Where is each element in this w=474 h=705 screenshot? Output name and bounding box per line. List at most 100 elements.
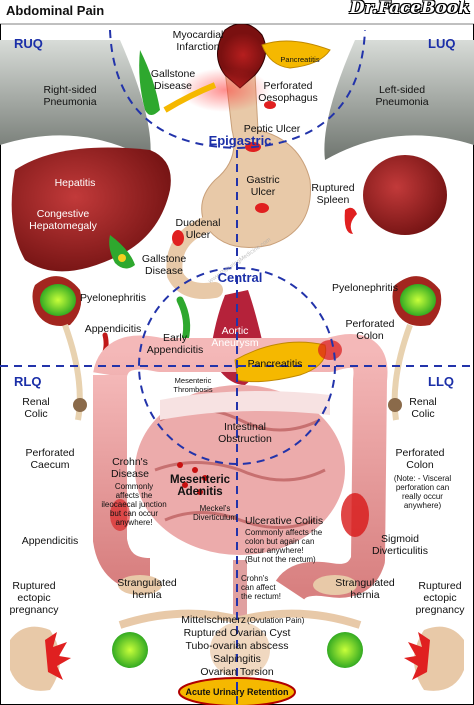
right-ectopic-blood <box>404 632 430 680</box>
colon-perforation-top <box>318 340 342 360</box>
strangulated-hernia-right-label: Strangulated hernia <box>335 577 395 601</box>
brand-logo: Dr.FaceBook <box>349 0 470 18</box>
spleen-rupture-blood <box>344 207 357 234</box>
acute-urinary-retention-label: Acute Urinary Retention <box>185 687 289 697</box>
ruptured-spleen-label: Ruptured Spleen <box>311 182 355 206</box>
left-ectopic-blood <box>45 632 71 680</box>
strangulated-hernia-left-label: Strangulated hernia <box>117 577 177 601</box>
ruq-label: RUQ <box>14 36 43 51</box>
central-label: Central <box>217 270 263 285</box>
fallopian-tubes <box>118 609 362 629</box>
left-stone <box>388 398 402 412</box>
appendicitis-top-label: Appendicitis <box>84 323 142 335</box>
central-boundary <box>138 267 336 465</box>
crohns-note: Commonly affects the ileocaecal junction… <box>101 482 167 527</box>
hepatitis-label: Hepatitis <box>54 177 96 189</box>
right-kidney-infection <box>40 284 76 316</box>
duodenum <box>166 217 223 299</box>
perforated-colon-bottom-label: Perforated Colon <box>395 447 445 471</box>
ovarian-torsion-label: Ovarian Torsion <box>200 666 274 678</box>
crohns-rectum-note: Crohn's can affect the rectum! <box>241 574 282 601</box>
sigmoid-diverticulitis-label: Sigmoid Diverticulitis <box>371 533 428 557</box>
left-hernia <box>118 575 162 595</box>
left-pneumonia-label: Left-sided Pneumonia <box>375 84 429 108</box>
pyelonephritis-right-label: Pyelonephritis <box>80 292 146 304</box>
early-appendicitis-label: Early Appendicitis <box>146 332 204 356</box>
epigastric-label: Epigastric <box>208 133 272 148</box>
liver <box>11 147 171 272</box>
mesentery-band <box>160 391 330 420</box>
spleen <box>363 155 447 235</box>
mittelschmerz-label: Mittelschmerz <box>181 614 246 626</box>
tubo-ovarian-abscess-label: Tubo-ovarian abscess <box>185 640 289 652</box>
ectopic-pregnancy-left-label: Ruptured ectopic pregnancy <box>9 580 59 616</box>
peptic-ulcer-label: Peptic Ulcer <box>243 123 301 135</box>
visceral-perforation-note: (Note: - Visceral perforation can really… <box>393 474 452 510</box>
adenitis-node-2 <box>202 475 208 481</box>
renal-colic-right-label: Renal Colic <box>22 396 50 420</box>
pancreas-mid <box>234 341 327 383</box>
intestinal-obstruction-label: Intestinal Obstruction <box>218 421 272 445</box>
intestine-fold-3 <box>164 511 316 529</box>
mi-glow <box>221 33 265 77</box>
duodenal-ulcer-spot <box>172 230 184 246</box>
ascending-colon <box>93 375 151 592</box>
left-kidney-infection <box>400 284 436 316</box>
right-pneumonia-label: Right-sided Pneumonia <box>43 84 97 108</box>
pancreatitis-glow <box>180 68 270 112</box>
left-lung-base <box>324 40 474 160</box>
perforated-oesophagus-label: Perforated Oesophagus <box>258 80 318 104</box>
crohns-disease-label: Crohn's Disease <box>111 456 149 480</box>
right-lung-base <box>0 40 151 160</box>
mesenteric-adenitis-label: Mesenteric Adenitis <box>169 474 231 498</box>
perforated-caecum-label: Perforated Caecum <box>25 447 75 471</box>
myocardial-infarction-label: Myocardial Infarction <box>172 29 224 53</box>
congestive-hepatomegaly-label: Congestive Hepatomegaly <box>29 208 97 232</box>
adenitis-node-1 <box>192 467 198 473</box>
pancreatitis-top-label: Pancreatitis <box>280 55 320 64</box>
right-ovary <box>327 632 363 668</box>
gastric-ulcer-spot <box>255 203 269 213</box>
ulcerative-colitis-note: Commonly affects the colon but again can… <box>245 528 323 564</box>
meckels-diverticulum-label: Meckel's Diverticulum <box>192 504 237 522</box>
pyelonephritis-left-label: Pyelonephritis <box>332 282 398 294</box>
gallstone-disease-top-label: Gallstone Disease <box>150 68 196 92</box>
uterus <box>210 622 270 678</box>
perforated-colon-top-label: Perforated Colon <box>345 318 395 342</box>
ulcerative-colitis-label: Ulcerative Colitis <box>245 515 324 527</box>
caecum-lesion <box>110 499 130 531</box>
luq-label: LUQ <box>428 36 456 51</box>
acute-urinary-retention-badge <box>178 677 296 705</box>
adenitis-node-3 <box>182 482 188 488</box>
ectopic-pregnancy-right-label: Ruptured ectopic pregnancy <box>415 580 465 616</box>
stomach <box>201 65 311 248</box>
gallstone-disease-mid-label: Gallstone Disease <box>141 253 187 277</box>
left-ovary <box>112 632 148 668</box>
page-title: Abdominal Pain <box>6 3 105 18</box>
salpingitis-label: Salpingitis <box>213 653 261 665</box>
appendicitis-bottom-label: Appendicitis <box>21 535 79 547</box>
duodenal-ulcer-label: Duodenal Ulcer <box>175 217 221 241</box>
right-stone <box>73 398 87 412</box>
rlq-label: RLQ <box>14 374 42 389</box>
adenitis-node-5 <box>177 462 183 468</box>
gastric-ulcer-label: Gastric Ulcer <box>246 174 280 198</box>
adenitis-node-4 <box>197 489 203 495</box>
header-bar <box>0 0 474 24</box>
epigastric-boundary <box>109 29 366 150</box>
ovulation-pain-label: (Ovulation Pain) <box>247 616 305 625</box>
early-appendix <box>176 296 191 344</box>
gallbladder-mid <box>109 235 135 269</box>
right-hernia <box>313 575 357 595</box>
pancreas-top <box>261 40 331 69</box>
gallbladder-top <box>139 50 160 115</box>
oesophageal-lesion <box>264 101 276 109</box>
gallstone <box>118 254 126 262</box>
renal-colic-left-label: Renal Colic <box>409 396 437 420</box>
pancreatitis-mid-label: Pancreatitis <box>247 358 303 370</box>
uc-lesion <box>341 493 369 537</box>
ruptured-ovarian-cyst-label: Ruptured Ovarian Cyst <box>183 627 291 639</box>
bile-duct-top <box>163 82 217 113</box>
